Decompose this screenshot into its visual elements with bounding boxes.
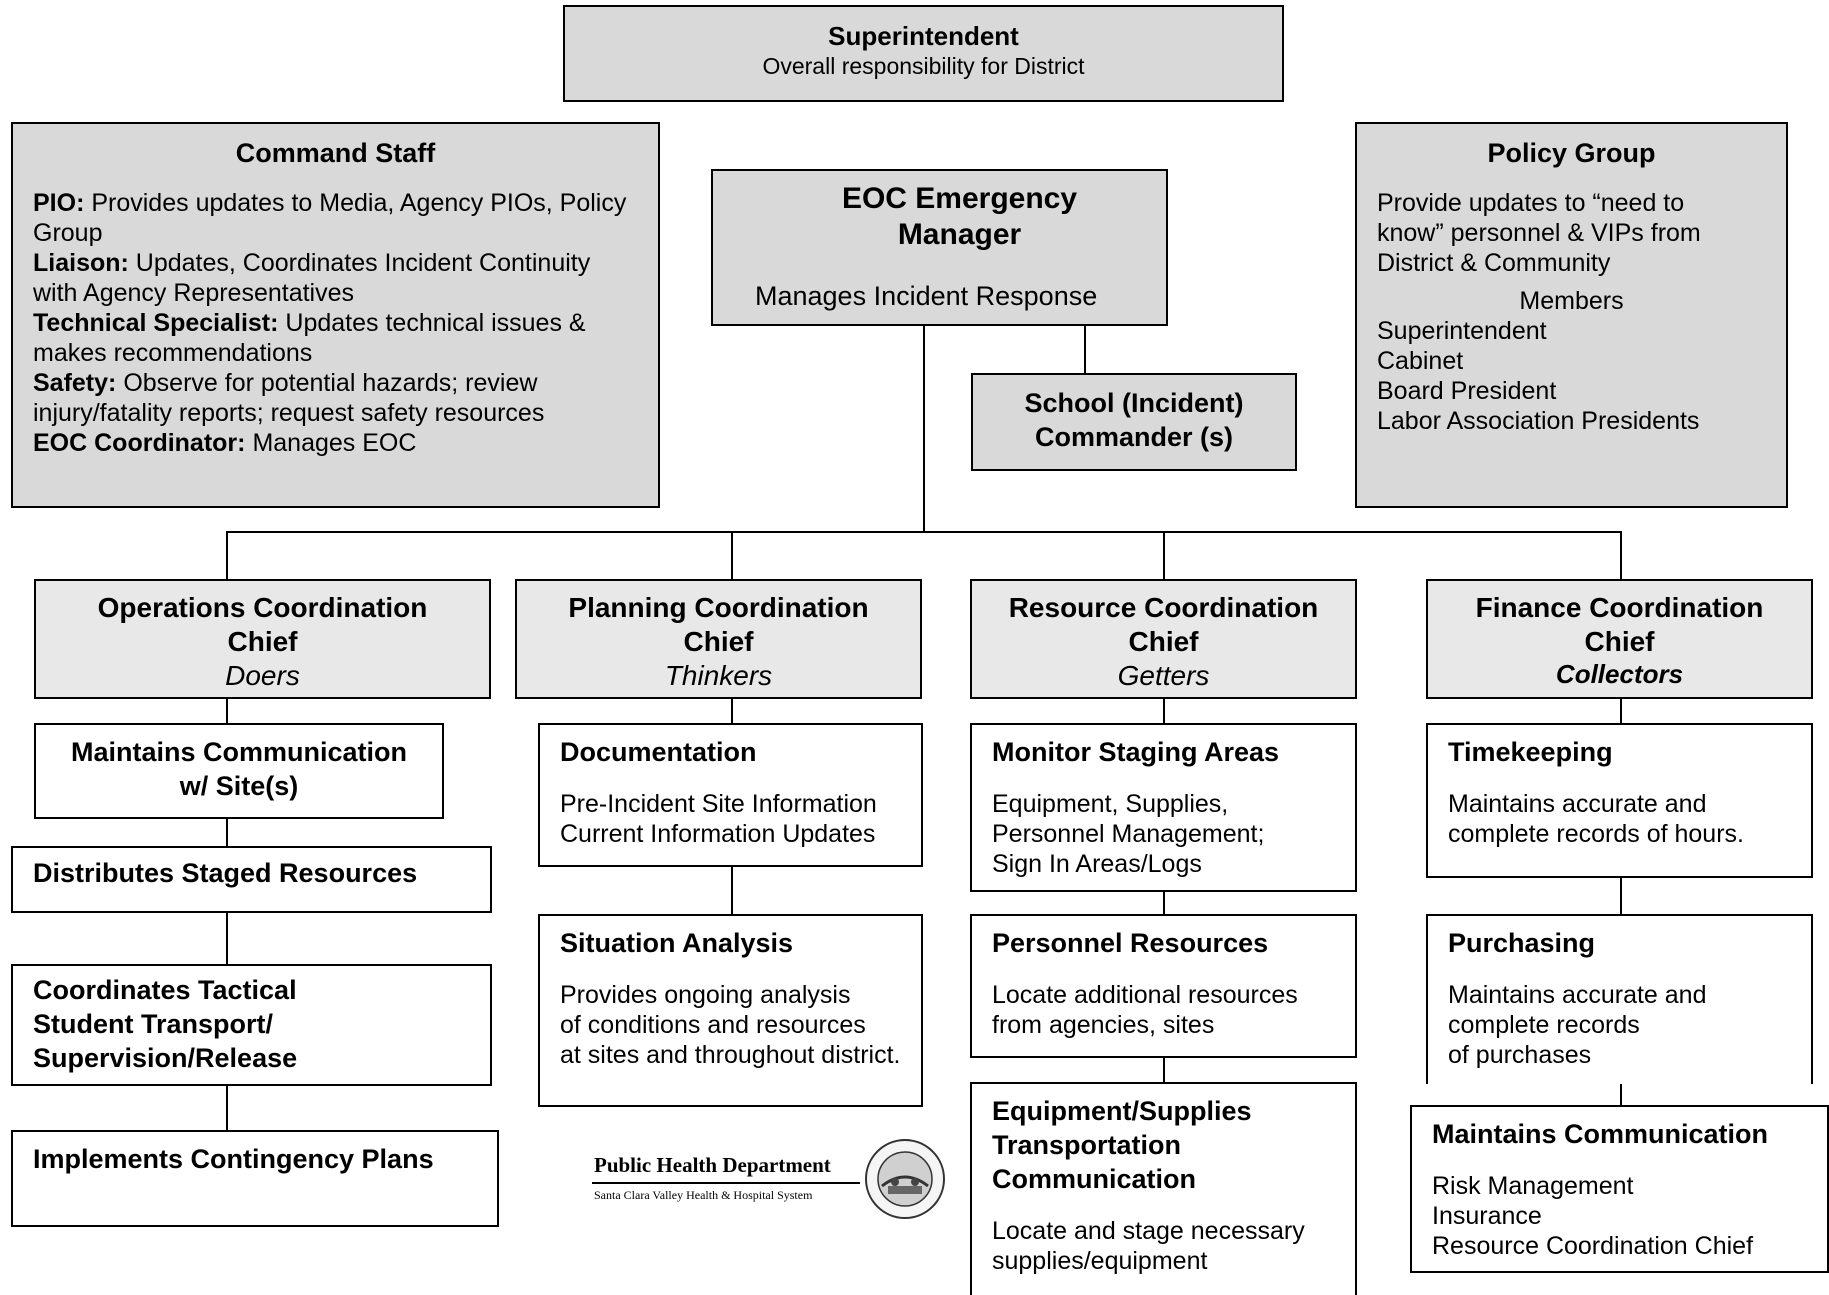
timekeeping-title: Timekeeping xyxy=(1448,737,1613,767)
command-staff-list: PIO: Provides updates to Media, Agency P… xyxy=(33,188,638,458)
distributes-resources-box: Distributes Staged Resources xyxy=(11,846,492,913)
logo-subtitle: Santa Clara Valley Health & Hospital Sys… xyxy=(594,1188,813,1202)
connector-line xyxy=(1163,1057,1165,1082)
logo-divider xyxy=(592,1182,860,1184)
connector-line xyxy=(731,698,733,723)
command-staff-box: Command Staff PIO: Provides updates to M… xyxy=(11,122,660,508)
staging-areas-title: Monitor Staging Areas xyxy=(992,737,1280,767)
personnel-resources-title: Personnel Resources xyxy=(992,928,1269,958)
connector-line xyxy=(226,912,228,964)
connector-line xyxy=(226,531,1621,533)
superintendent-box: Superintendent Overall responsibility fo… xyxy=(563,5,1284,102)
contingency-plans-title: Implements Contingency Plans xyxy=(33,1144,434,1174)
connector-line xyxy=(226,698,228,723)
policy-group-desc: Provide updates to “need to know” person… xyxy=(1377,189,1701,277)
command-staff-item: Safety: Observe for potential hazards; r… xyxy=(33,369,545,427)
connector-line xyxy=(1163,698,1165,723)
county-seal-icon xyxy=(865,1139,945,1219)
policy-members-list: Superintendent Cabinet Board President L… xyxy=(1377,317,1700,435)
superintendent-title: Superintendent xyxy=(828,21,1019,51)
documentation-title: Documentation xyxy=(560,737,757,767)
school-commander-box: School (Incident) Commander (s) xyxy=(971,373,1297,471)
policy-group-box: Policy Group Provide updates to “need to… xyxy=(1355,122,1788,508)
command-staff-item: Technical Specialist: Updates technical … xyxy=(33,309,586,367)
connector-line xyxy=(1163,891,1165,914)
documentation-box: Documentation Pre-Incident Site Informat… xyxy=(538,723,923,867)
eoc-manager-box: EOC Emergency Manager Manages Incident R… xyxy=(711,169,1168,326)
connector-line xyxy=(1163,531,1165,579)
situation-analysis-title: Situation Analysis xyxy=(560,928,794,958)
connector-line xyxy=(731,531,733,579)
command-staff-item: Liaison: Updates, Coordinates Incident C… xyxy=(33,249,591,307)
personnel-resources-box: Personnel Resources Locate additional re… xyxy=(970,914,1357,1058)
contingency-plans-box: Implements Contingency Plans xyxy=(11,1130,499,1227)
eoc-title: EOC Emergency Manager xyxy=(841,182,1078,251)
purchasing-title: Purchasing xyxy=(1448,928,1596,958)
connector-line xyxy=(226,818,228,846)
planning-chief-tag: Thinkers xyxy=(664,660,773,691)
connector-line xyxy=(1620,877,1622,914)
command-staff-title: Command Staff xyxy=(235,138,436,168)
connector-line xyxy=(1620,531,1622,579)
connector-line xyxy=(731,866,733,914)
logo-name: Public Health Department xyxy=(594,1153,831,1177)
policy-members-title: Members xyxy=(1519,287,1624,315)
eoc-desc: Manages Incident Response xyxy=(755,281,1098,311)
distributes-resources-title: Distributes Staged Resources xyxy=(33,858,418,888)
connector-line xyxy=(226,1085,228,1130)
command-staff-item: EOC Coordinator: Manages EOC xyxy=(33,429,417,457)
connector-line xyxy=(226,531,228,579)
resource-chief-tag: Getters xyxy=(1117,660,1210,691)
connector-line xyxy=(1084,325,1086,375)
finance-communication-title: Maintains Communication xyxy=(1432,1119,1769,1149)
connector-line xyxy=(1620,698,1622,723)
connector-line xyxy=(923,325,925,532)
command-staff-item: PIO: Provides updates to Media, Agency P… xyxy=(33,189,627,247)
public-health-logo: Public Health Department Santa Clara Val… xyxy=(592,1138,952,1230)
superintendent-desc: Overall responsibility for District xyxy=(762,53,1085,79)
connector-line xyxy=(1620,1083,1622,1106)
school-commander-title: School (Incident) Commander (s) xyxy=(1024,388,1244,452)
staging-areas-box: Monitor Staging Areas Equipment, Supplie… xyxy=(970,723,1357,892)
situation-analysis-box: Situation Analysis Provides ongoing anal… xyxy=(538,914,923,1107)
policy-group-title: Policy Group xyxy=(1487,138,1656,168)
operations-chief-tag: Doers xyxy=(225,660,300,691)
finance-chief-tag: Collectors xyxy=(1555,659,1684,689)
